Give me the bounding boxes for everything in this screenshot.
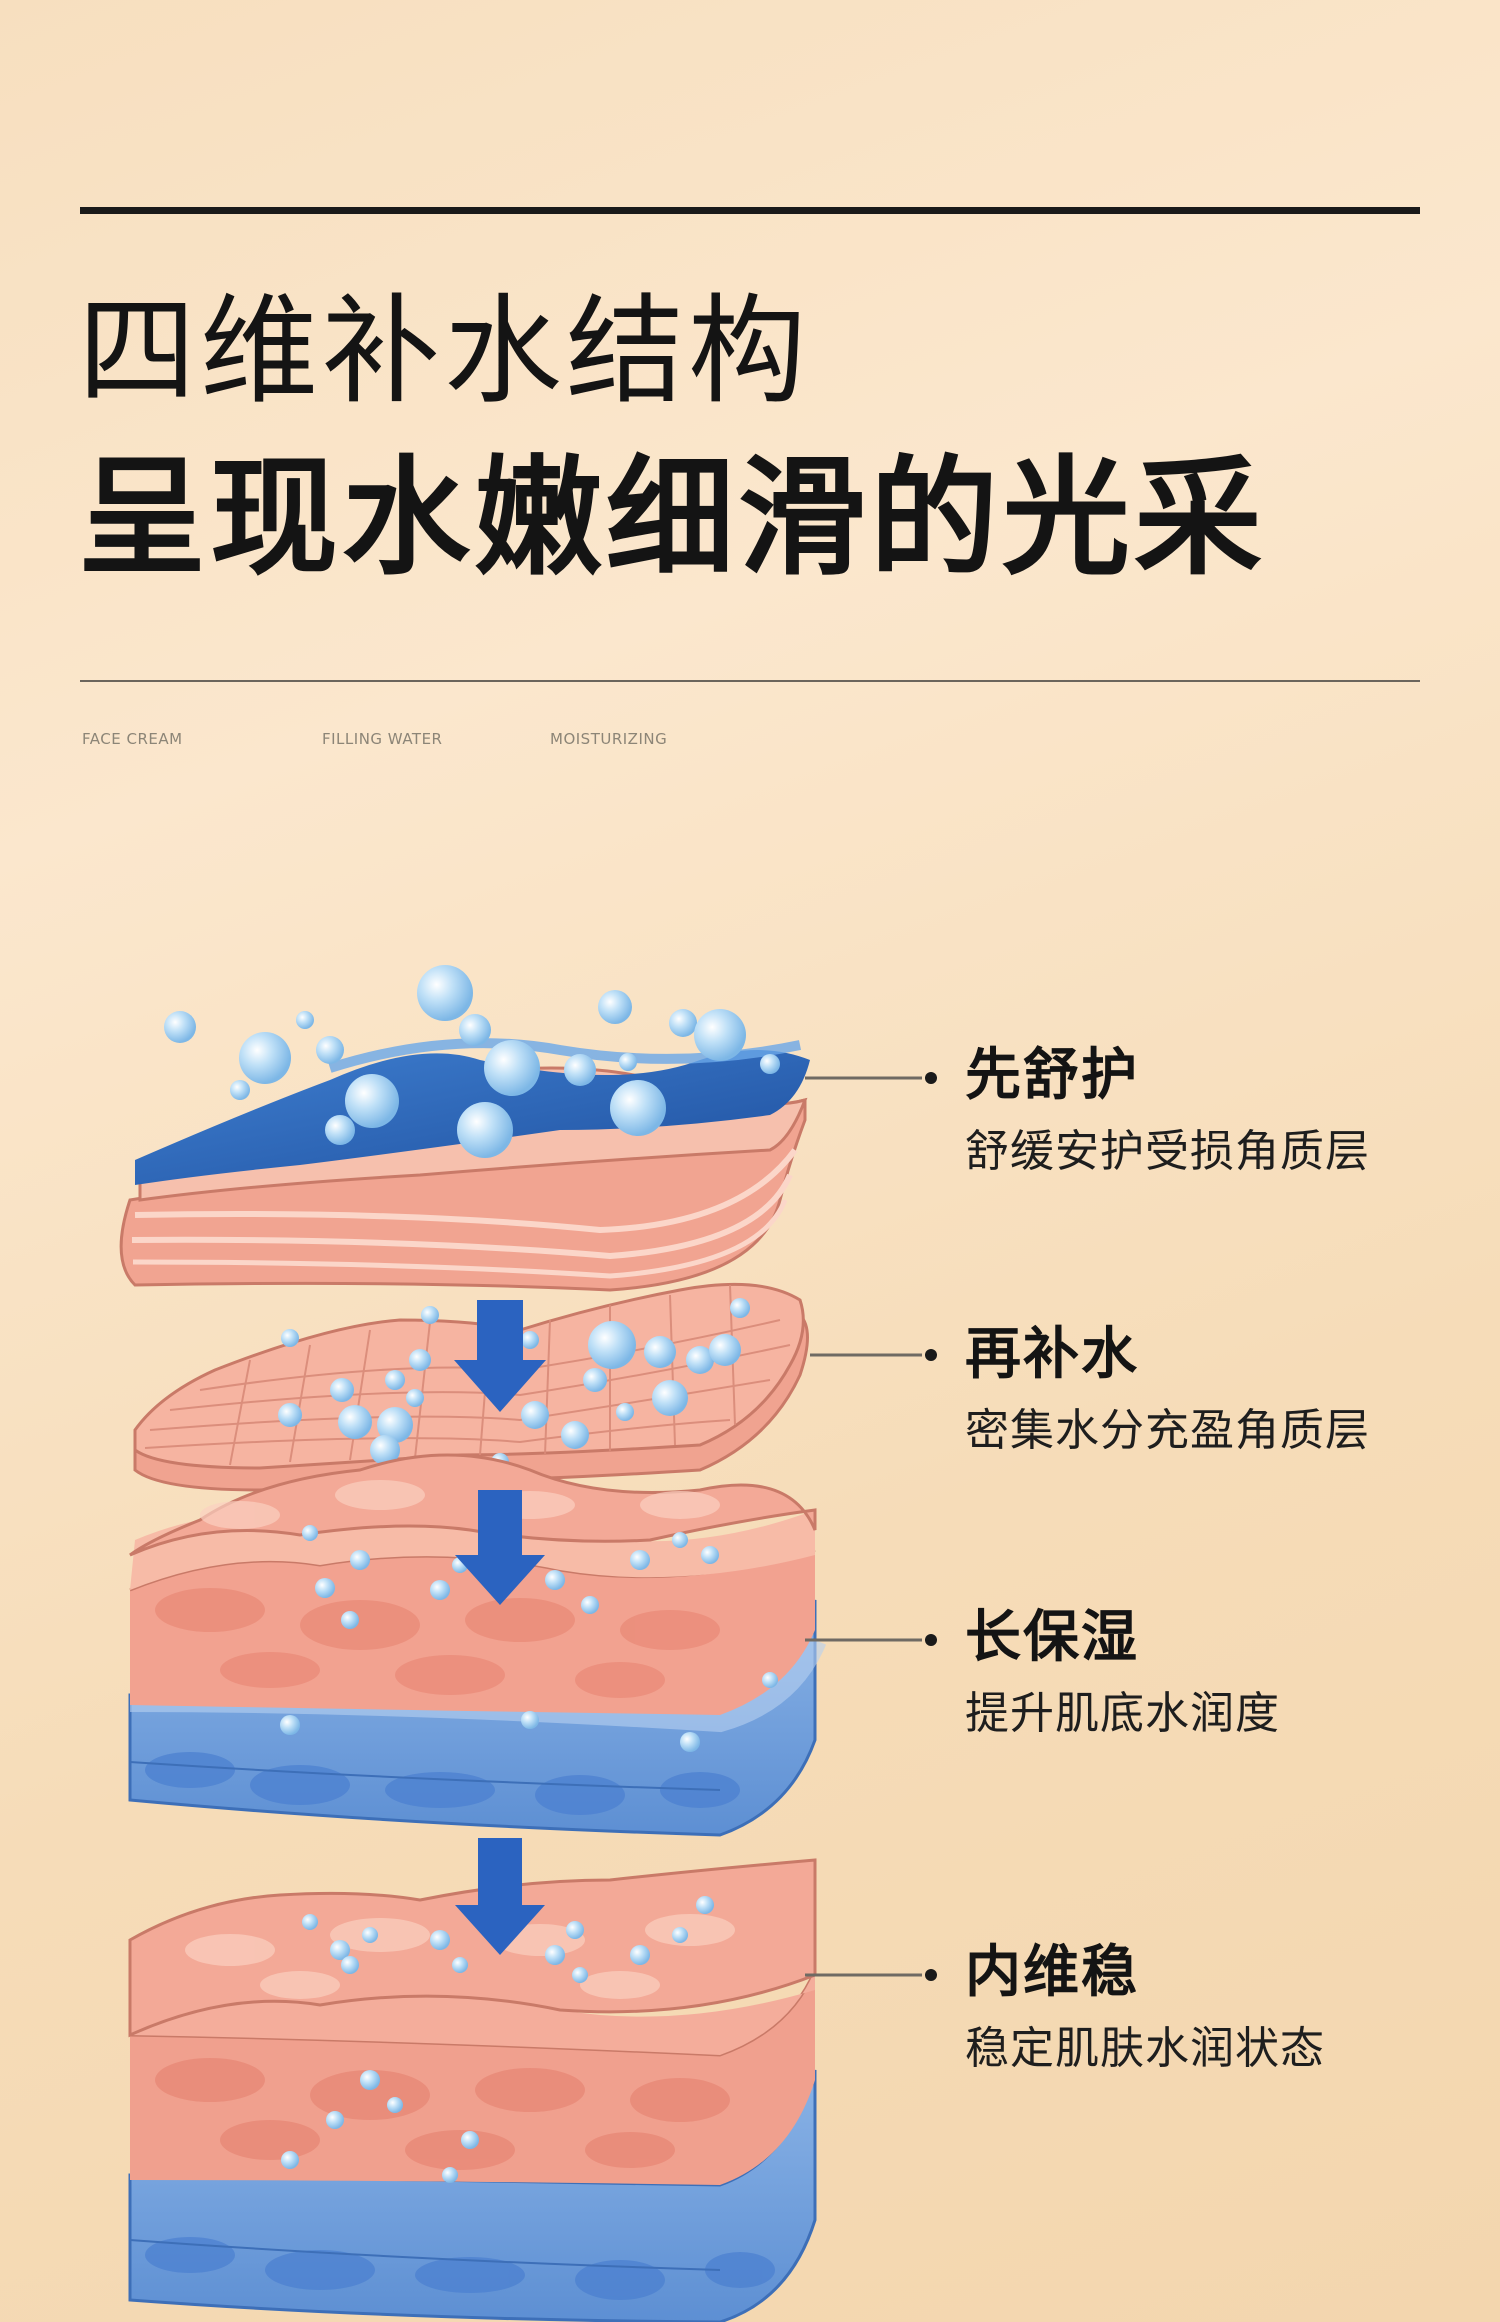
layer-1-illustration (119, 965, 810, 1292)
top-divider (80, 207, 1420, 214)
layer-4-label: 内维稳 稳定肌肤水润状态 (965, 1945, 1325, 2071)
tag-moisturizing: MOISTURIZING (550, 730, 668, 748)
layer-4-description: 稳定肌肤水润状态 (965, 2023, 1325, 2074)
page-subtitle: 呈现水嫩细滑的光采 (78, 444, 1267, 593)
header-divider (80, 680, 1420, 682)
layer-2-illustration (133, 1282, 809, 1492)
page-title: 四维补水结构 (78, 282, 811, 420)
layer-2-label: 再补水 密集水分充盈角质层 (965, 1327, 1370, 1453)
layer-1-heading: 先舒护 (965, 1043, 1139, 1108)
arrow-2 (455, 1490, 545, 1605)
connector-lines (805, 1076, 922, 1977)
layer-4-illustration (128, 1838, 817, 2322)
layer-3-heading: 长保湿 (965, 1605, 1139, 1670)
layer-1-description: 舒缓安护受损角质层 (965, 1126, 1370, 1177)
arrow-1 (454, 1300, 546, 1412)
tag-face-cream: FACE CREAM (82, 730, 183, 748)
connector-dots (925, 1072, 937, 1981)
layer-2-heading: 再补水 (965, 1322, 1139, 1387)
layer-3-description: 提升肌底水润度 (965, 1688, 1280, 1739)
layer-1-label: 先舒护 舒缓安护受损角质层 (965, 1048, 1370, 1174)
layer-4-heading: 内维稳 (965, 1940, 1139, 2005)
layer-3-label: 长保湿 提升肌底水润度 (965, 1610, 1280, 1736)
layer-2-description: 密集水分充盈角质层 (965, 1405, 1370, 1456)
arrow-3 (455, 1838, 545, 1955)
layer-3-illustration (128, 1453, 827, 1837)
tag-filling-water: FILLING WATER (322, 730, 443, 748)
